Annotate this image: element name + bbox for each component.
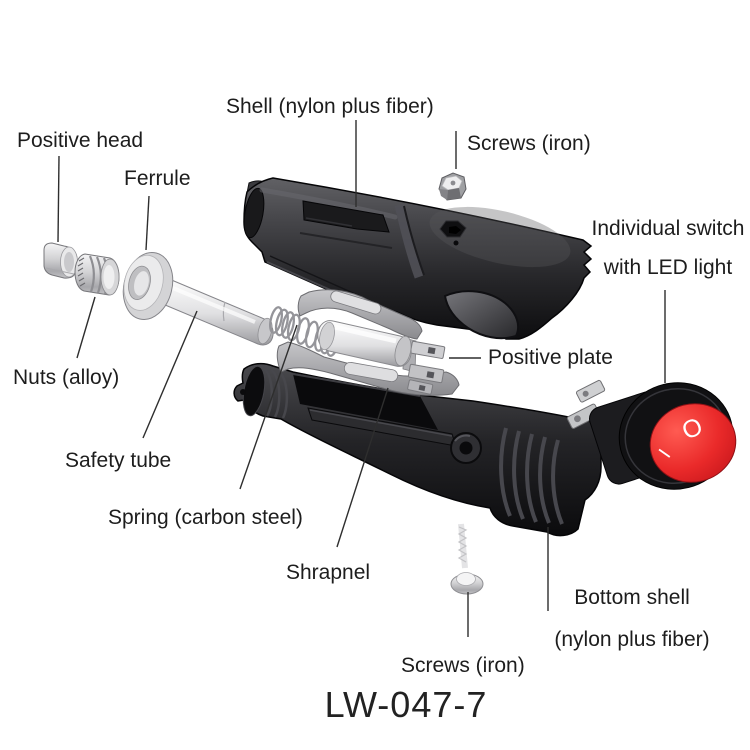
screw-top-part xyxy=(438,172,467,201)
label-shell: Shell (nylon plus fiber) xyxy=(226,95,434,118)
leader-shrapnel xyxy=(336,387,389,548)
top-shell-part xyxy=(243,177,593,340)
label-bottom-shell: Bottom shell (nylon plus fiber) xyxy=(541,577,723,661)
label-safety-tube: Safety tube xyxy=(65,449,172,472)
label-shrapnel: Shrapnel xyxy=(286,561,371,584)
label-individual-switch-line1: Individual switch xyxy=(591,217,745,240)
leader-nuts xyxy=(76,296,96,359)
bottom-shell-part xyxy=(233,362,602,537)
leader-spring xyxy=(239,324,298,490)
leader-ferrule xyxy=(145,195,150,251)
model-number: LW-047-7 xyxy=(324,684,488,725)
leader-lines xyxy=(57,120,666,637)
label-screws-top: Screws (iron) xyxy=(467,132,591,155)
positive-head-part xyxy=(43,242,78,279)
label-individual-switch-line2: with LED light xyxy=(603,256,733,279)
label-positive-plate: Positive plate xyxy=(488,346,613,369)
switch-rocker xyxy=(649,403,737,483)
label-screws-bottom: Screws (iron) xyxy=(401,654,525,677)
ferrule-part xyxy=(122,252,174,320)
label-nuts: Nuts (alloy) xyxy=(13,366,120,389)
positive-plate-part xyxy=(317,320,446,395)
leader-positive-head xyxy=(57,155,60,243)
label-ferrule: Ferrule xyxy=(124,167,191,190)
label-individual-switch: Individual switch with LED light xyxy=(577,209,750,287)
switch-pin xyxy=(566,403,601,429)
switch-pin xyxy=(575,379,606,403)
label-spring: Spring (carbon steel) xyxy=(108,506,303,529)
switch-part: O I xyxy=(566,379,737,490)
leader-safety-tube xyxy=(142,310,198,439)
label-positive-head: Positive head xyxy=(17,129,144,152)
label-bottom-shell-line1: Bottom shell xyxy=(574,586,690,609)
label-bottom-shell-line2: (nylon plus fiber) xyxy=(554,628,710,651)
screw-bottom-part xyxy=(450,523,484,595)
nuts-part xyxy=(74,253,120,296)
